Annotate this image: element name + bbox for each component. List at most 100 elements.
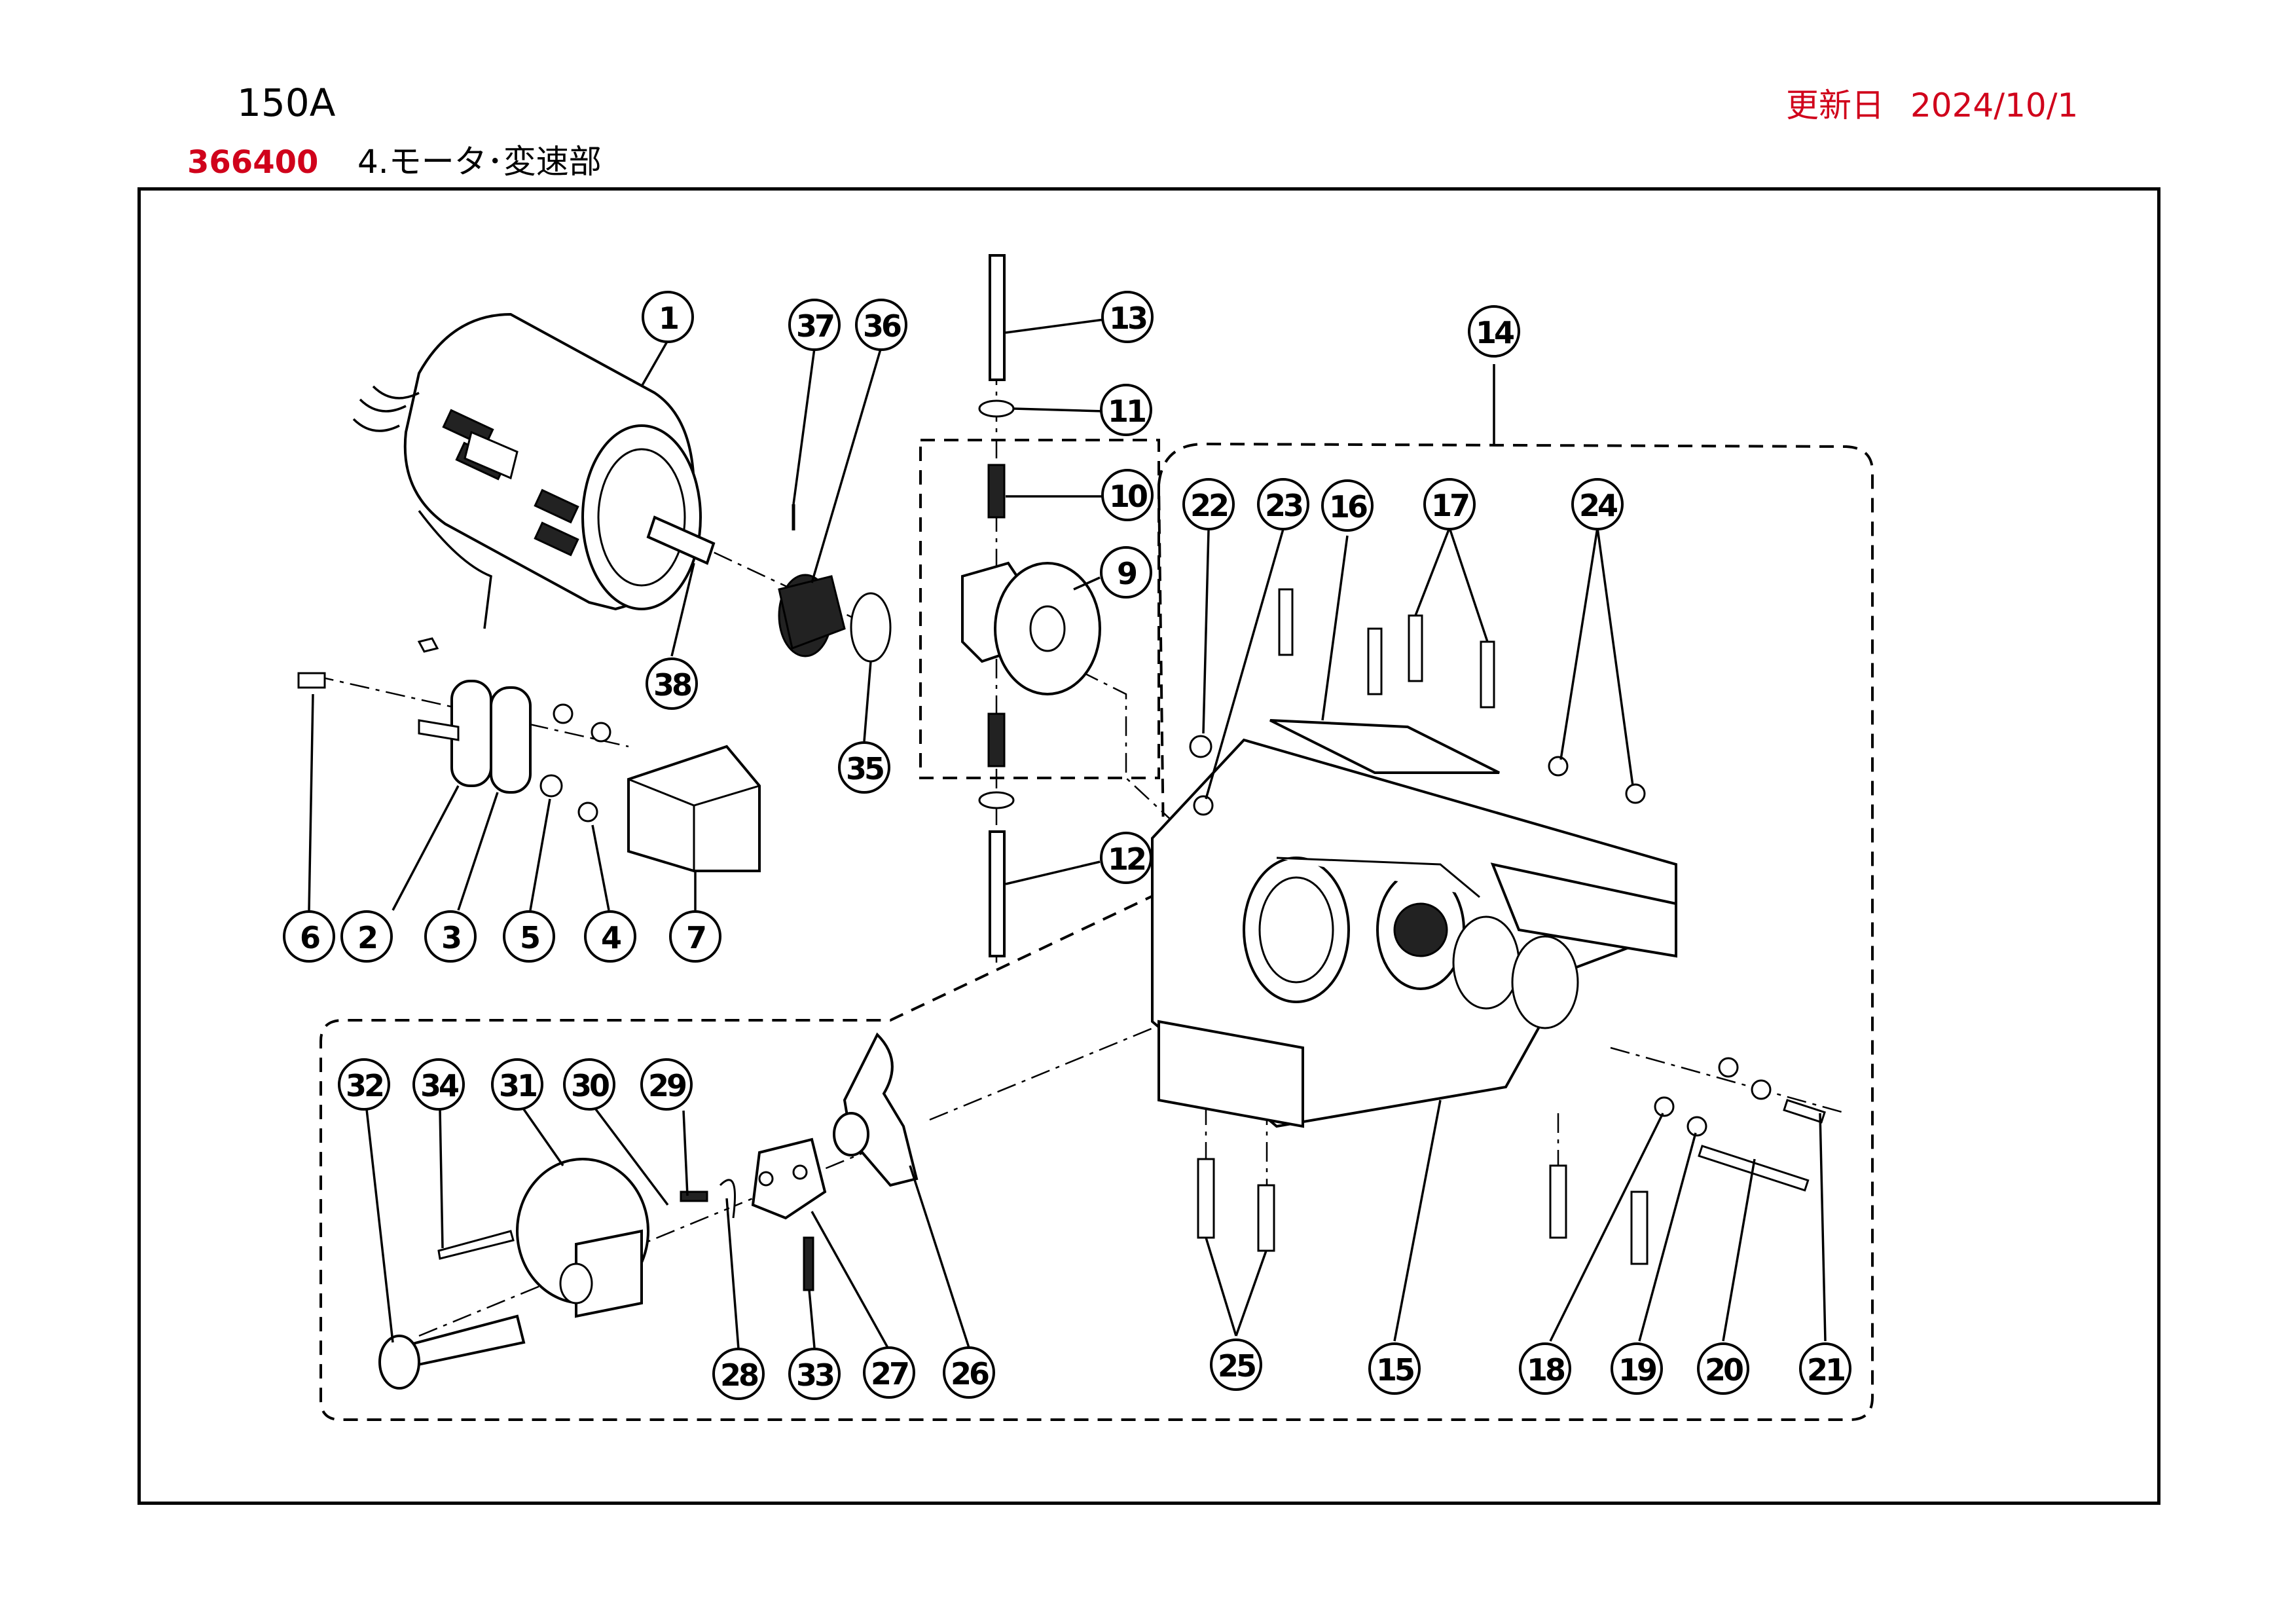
svg-text:15: 15 <box>1376 1352 1413 1388</box>
gearbox-housing-part <box>1151 719 1677 1128</box>
svg-text:28: 28 <box>720 1357 758 1393</box>
svg-text:21: 21 <box>1807 1352 1844 1388</box>
callout-37: 37 <box>788 299 841 351</box>
leader-21 <box>1819 1113 1827 1342</box>
leader-25a <box>1205 1237 1237 1337</box>
callout-22: 22 <box>1182 478 1235 530</box>
leader-6 <box>308 693 314 911</box>
callout-13: 13 <box>1101 291 1154 343</box>
flange-part <box>378 1158 736 1390</box>
group-outline-shaft <box>919 439 1160 779</box>
svg-text:23: 23 <box>1265 488 1302 523</box>
callout-29: 29 <box>640 1058 693 1111</box>
bolt-axis-line <box>418 1151 865 1337</box>
svg-text:20: 20 <box>1705 1352 1743 1388</box>
leader-26 <box>909 1165 970 1348</box>
leader-31 <box>522 1108 564 1167</box>
leader-3 <box>457 792 499 911</box>
leader-22 <box>1202 530 1210 734</box>
leader-11 <box>1013 407 1104 413</box>
callout-15: 15 <box>1368 1342 1421 1395</box>
side-bolt-axis <box>1610 1046 1847 1115</box>
leader-34 <box>439 1109 444 1249</box>
callout-3: 3 <box>424 910 477 963</box>
svg-text:11: 11 <box>1108 394 1145 429</box>
svg-text:16: 16 <box>1329 489 1367 525</box>
callout-31: 31 <box>491 1058 543 1111</box>
svg-text:18: 18 <box>1527 1352 1565 1388</box>
svg-text:2: 2 <box>357 920 376 955</box>
callout-1: 1 <box>642 291 694 343</box>
leader-18 <box>1549 1113 1664 1342</box>
callout-26: 26 <box>943 1346 995 1399</box>
capacitor-part <box>418 680 532 794</box>
callout-2: 2 <box>340 910 393 963</box>
svg-text:9: 9 <box>1117 556 1137 591</box>
svg-text:1: 1 <box>659 301 678 336</box>
svg-text:37: 37 <box>796 308 833 344</box>
model-number: 150A <box>237 81 336 125</box>
leader-17b <box>1448 527 1489 642</box>
leader-29 <box>682 1110 689 1196</box>
leader-9 <box>1073 576 1101 591</box>
svg-text:10: 10 <box>1109 479 1147 514</box>
svg-text:35: 35 <box>846 751 883 786</box>
group-outline-gearbox <box>319 442 1874 1421</box>
callout-11: 11 <box>1100 384 1152 436</box>
leader-1 <box>640 340 669 387</box>
svg-text:14: 14 <box>1476 315 1514 350</box>
callout-16: 16 <box>1321 479 1374 532</box>
svg-text:25: 25 <box>1218 1348 1255 1384</box>
callout-34: 34 <box>412 1058 465 1111</box>
svg-text:12: 12 <box>1108 841 1145 877</box>
callout-7: 7 <box>669 910 721 963</box>
sleeve-part <box>778 504 892 663</box>
svg-text:17: 17 <box>1431 488 1468 523</box>
pulley-axis-line <box>1047 654 1205 852</box>
leader-17a <box>1414 527 1451 616</box>
svg-text:19: 19 <box>1618 1352 1656 1388</box>
svg-text:34: 34 <box>420 1068 458 1103</box>
callout-5: 5 <box>503 910 555 963</box>
svg-text:36: 36 <box>863 308 901 344</box>
callout-21: 21 <box>1799 1342 1851 1395</box>
motor-part <box>352 312 716 629</box>
callout-20: 20 <box>1697 1342 1749 1395</box>
callout-36: 36 <box>855 299 907 351</box>
leader-19 <box>1638 1132 1697 1342</box>
callout-38: 38 <box>646 657 698 710</box>
terminal-box-part <box>627 745 761 872</box>
svg-text:31: 31 <box>499 1068 536 1103</box>
svg-text:33: 33 <box>796 1357 833 1393</box>
leader-13 <box>1005 318 1104 334</box>
leader-23 <box>1205 528 1285 800</box>
leader-12 <box>1005 860 1101 885</box>
svg-text:5: 5 <box>520 920 539 955</box>
diagram-frame <box>137 187 2160 1505</box>
callout-30: 30 <box>563 1058 615 1111</box>
callout-10: 10 <box>1101 469 1154 521</box>
svg-text:4: 4 <box>601 920 621 955</box>
svg-text:22: 22 <box>1190 488 1228 523</box>
leader-35 <box>863 661 872 742</box>
leader-36 <box>811 346 883 583</box>
svg-text:38: 38 <box>653 667 691 703</box>
leader-4 <box>591 824 610 911</box>
svg-text:24: 24 <box>1579 488 1617 523</box>
callout-33: 33 <box>788 1348 841 1400</box>
leader-28 <box>725 1198 740 1350</box>
leader-15 <box>1393 1099 1442 1342</box>
callout-35: 35 <box>838 741 890 794</box>
callout-32: 32 <box>338 1058 390 1111</box>
leader-25b <box>1235 1250 1267 1337</box>
callout-28: 28 <box>712 1348 765 1400</box>
callout-12: 12 <box>1100 832 1152 884</box>
leader-30 <box>594 1108 669 1206</box>
svg-text:3: 3 <box>441 920 460 955</box>
svg-text:32: 32 <box>346 1068 383 1103</box>
callout-25: 25 <box>1210 1338 1262 1391</box>
nut-washer-part <box>297 637 611 822</box>
leader-24a <box>1559 527 1599 760</box>
